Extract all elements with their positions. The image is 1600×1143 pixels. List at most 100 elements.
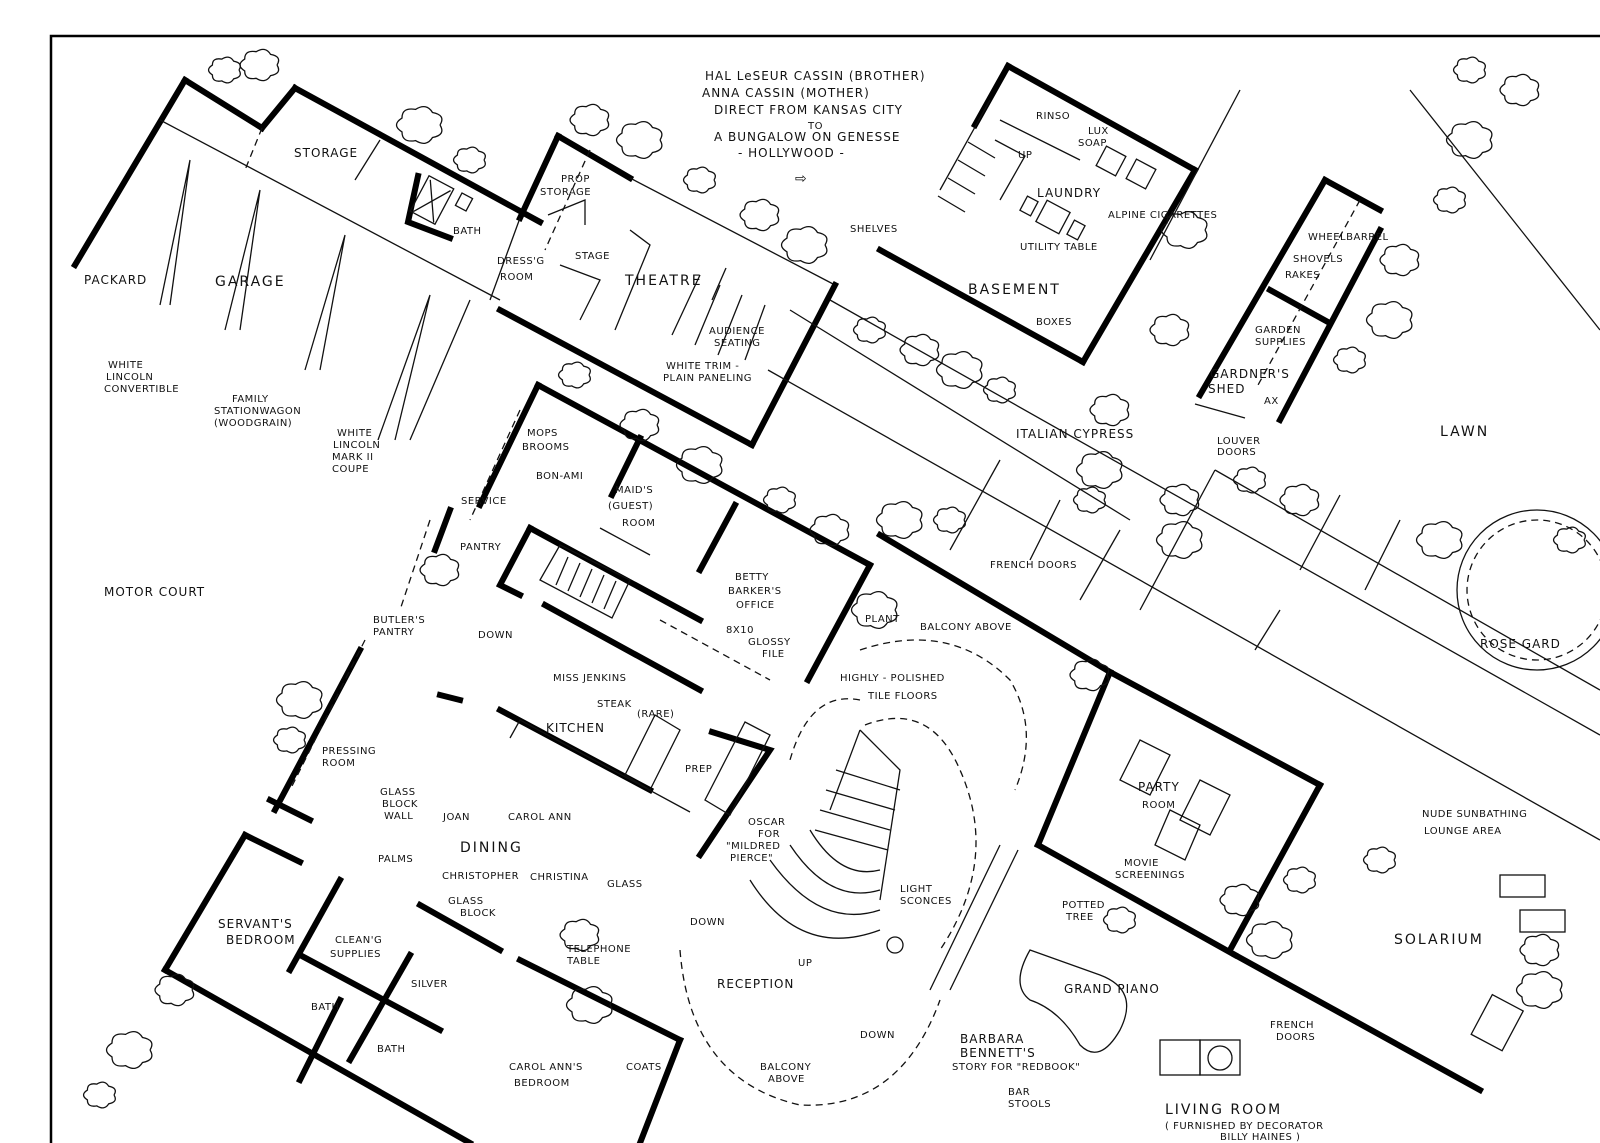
shrub	[1155, 520, 1203, 560]
joan-label: JOAN	[442, 812, 470, 823]
barbara-label-1: BARBARA	[960, 1032, 1024, 1046]
french-doors-right-label-1: FRENCH	[1270, 1020, 1314, 1031]
convertible-label-2: LINCOLN	[106, 372, 153, 383]
basement-up-label: UP	[1018, 150, 1032, 161]
sconces-label-1: LIGHT	[900, 884, 933, 895]
note-line-3: DIRECT FROM KANSAS CITY	[714, 103, 903, 117]
rare-label: (RARE)	[637, 709, 674, 720]
bath-top-label: BATH	[453, 226, 482, 237]
family-note: HAL LeSEUR CASSIN (BROTHER) ANNA CASSIN …	[702, 69, 926, 187]
oscar-label-3: "MILDRED	[726, 841, 780, 852]
cleaning-label-1: CLEAN'G	[335, 935, 382, 946]
bon-ami-label: BON-AMI	[536, 471, 583, 482]
shrub	[1102, 906, 1136, 934]
house-walls	[160, 380, 1485, 1143]
betty-label-3: OFFICE	[736, 600, 775, 611]
shrub	[82, 1081, 116, 1109]
balcony-bottom-label-2: ABOVE	[768, 1074, 805, 1085]
shrub	[1519, 933, 1560, 967]
betty-label-2: BARKER'S	[728, 586, 782, 597]
movie-label-1: MOVIE	[1124, 858, 1159, 869]
shrub	[1432, 186, 1466, 214]
shrub	[275, 680, 323, 720]
shrub	[452, 146, 486, 174]
note-line-1: HAL LeSEUR CASSIN (BROTHER)	[705, 69, 926, 83]
shrub	[1445, 120, 1493, 160]
mark-label-4: COUPE	[332, 464, 369, 475]
shrub	[1072, 486, 1106, 514]
shrub	[739, 198, 780, 232]
shrub	[1552, 526, 1586, 554]
arrow-right-icon: ⇨	[795, 171, 809, 187]
reception-label: RECEPTION	[717, 977, 794, 991]
shrub	[1452, 56, 1486, 84]
garage-walls	[70, 75, 545, 441]
shrub	[565, 985, 613, 1025]
motor-court-label: MOTOR COURT	[104, 585, 205, 599]
note-line-5: A BUNGALOW ON GENESSE	[714, 130, 900, 144]
nude-label-1: NUDE SUNBATHING	[1422, 809, 1527, 820]
solarium-label: SOLARIUM	[1394, 932, 1484, 948]
shrub	[875, 500, 923, 540]
shrub	[615, 120, 663, 160]
shrub	[1075, 450, 1123, 490]
storage-label: STORAGE	[294, 146, 358, 160]
lux-label-1: LUX	[1088, 126, 1109, 137]
carol-ann-seat-label: CAROL ANN	[508, 812, 572, 823]
shrub	[619, 408, 660, 442]
living-room-label: LIVING ROOM	[1165, 1102, 1282, 1118]
shrub	[682, 166, 716, 194]
glass-wall-label-1: GLASS	[380, 787, 416, 798]
plant-label: PLANT	[865, 614, 900, 625]
prep-label: PREP	[685, 764, 712, 775]
furnished-label-1: ( FURNISHED BY DECORATOR	[1165, 1121, 1324, 1132]
white-trim-label-2: PLAIN PANELING	[663, 373, 752, 384]
shrub	[1160, 210, 1208, 250]
tile-label-1: HIGHLY - POLISHED	[840, 673, 945, 684]
bath-lower-label: BATH	[377, 1044, 406, 1055]
shrub	[982, 376, 1016, 404]
cypress-label: ITALIAN CYPRESS	[1016, 427, 1134, 441]
prop-label-2: STORAGE	[540, 187, 591, 198]
steak-label: STEAK	[597, 699, 632, 710]
maids-label-3: ROOM	[622, 518, 655, 529]
utility-label: UTILITY TABLE	[1020, 242, 1098, 253]
tile-label-2: TILE FLOORS	[867, 691, 938, 702]
dressing-label-2: ROOM	[500, 272, 533, 283]
nude-label-2: LOUNGE AREA	[1424, 826, 1502, 837]
oscar-label-1: OSCAR	[748, 817, 786, 828]
glass-block-label-1: GLASS	[448, 896, 484, 907]
bar-stools-label-1: BAR	[1008, 1087, 1030, 1098]
garden-label-2: SUPPLIES	[1255, 337, 1306, 348]
french-doors-top-label: FRENCH DOORS	[990, 560, 1077, 571]
pressing-label-1: PRESSING	[322, 746, 376, 757]
dressing-label-1: DRESS'G	[497, 256, 545, 267]
shrub	[809, 513, 850, 547]
lawn-label: LAWN	[1440, 424, 1489, 440]
sconces-label-2: SCONCES	[900, 896, 952, 907]
convertible-label-3: CONVERTIBLE	[104, 384, 179, 395]
down-lower-label: DOWN	[860, 1030, 895, 1041]
potted-label-1: POTTED	[1062, 900, 1105, 911]
shrub	[1415, 520, 1463, 560]
wagon-label-3: (WOODGRAIN)	[214, 418, 292, 429]
shrub	[559, 918, 600, 952]
shrub	[762, 486, 796, 514]
room-labels: STORAGE BATH PROP STORAGE DRESS'G ROOM S…	[84, 111, 1560, 1143]
balcony-bottom-label-1: BALCONY	[760, 1062, 812, 1073]
carol-bedroom-label-2: BEDROOM	[514, 1078, 570, 1089]
maids-label-1: MAID'S	[615, 485, 653, 496]
shrub	[935, 350, 983, 390]
shrub	[1515, 970, 1563, 1010]
shrub	[105, 1030, 153, 1070]
convertible-label-1: WHITE	[108, 360, 143, 371]
note-line-4: TO	[807, 121, 823, 132]
shrub	[1362, 846, 1396, 874]
butlers-label-1: BUTLER'S	[373, 615, 425, 626]
wagon-label-2: STATIONWAGON	[214, 406, 301, 417]
shrub	[272, 726, 306, 754]
shrub	[1365, 300, 1413, 340]
shrub	[780, 225, 828, 265]
ax-label: AX	[1264, 396, 1279, 407]
